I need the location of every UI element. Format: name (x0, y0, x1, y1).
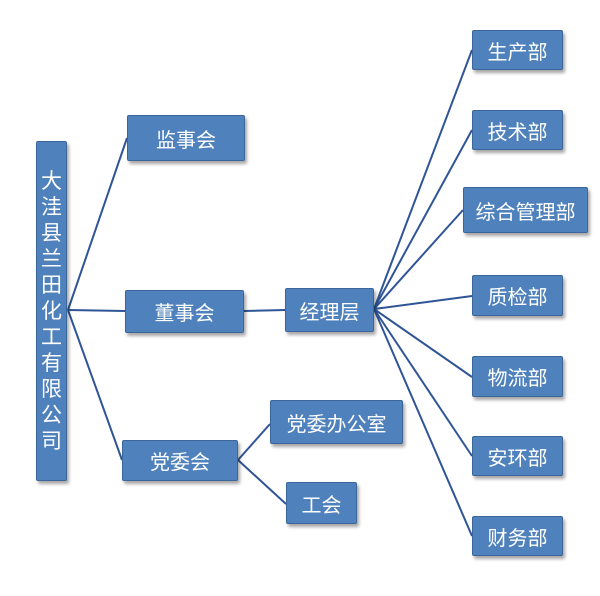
company-name-char: 有 (41, 351, 62, 375)
company-name-char: 兰 (41, 247, 62, 271)
company-name-char: 县 (41, 221, 62, 245)
connector-mgmt-finance (373, 308, 473, 537)
trade-union-box: 工会 (286, 482, 357, 524)
connector-board-management (243, 309, 286, 312)
department-safety-env-box: 安环部 (472, 436, 563, 476)
company-name-char: 化 (41, 299, 62, 323)
board-of-directors-box: 董事会 (125, 290, 244, 333)
company-name-char: 公 (41, 403, 62, 427)
connector-mgmt-safety (373, 308, 473, 457)
connector-root-supervisory (67, 137, 128, 311)
connector-party-office (237, 423, 271, 461)
department-quality-box: 质检部 (472, 275, 563, 316)
department-logistics-box: 物流部 (472, 356, 563, 397)
company-name-char: 大 (41, 169, 62, 193)
connector-root-party (67, 309, 123, 461)
department-general-admin-box: 综合管理部 (463, 187, 588, 233)
connector-root-board (67, 309, 126, 312)
connector-mgmt-production (373, 49, 473, 310)
company-name-char: 限 (41, 377, 62, 401)
company-root-box: 大洼县兰田化工有限公司 (36, 141, 67, 481)
company-name-char: 司 (41, 429, 62, 453)
connector-party-union (237, 459, 287, 505)
company-name-char: 田 (41, 273, 62, 297)
connector-mgmt-general-admin (373, 209, 464, 310)
connector-mgmt-logistics (373, 308, 473, 378)
supervisory-board-box: 监事会 (127, 115, 245, 161)
department-finance-box: 财务部 (472, 516, 563, 556)
department-production-box: 生产部 (472, 30, 563, 70)
company-name-char: 工 (41, 325, 62, 349)
connector-mgmt-technology (373, 129, 473, 310)
party-committee-box: 党委会 (122, 440, 238, 481)
department-technology-box: 技术部 (472, 110, 563, 150)
company-name-char: 洼 (41, 195, 62, 219)
management-box: 经理层 (285, 288, 374, 332)
party-office-box: 党委办公室 (270, 400, 403, 444)
connector-mgmt-quality (373, 295, 473, 310)
